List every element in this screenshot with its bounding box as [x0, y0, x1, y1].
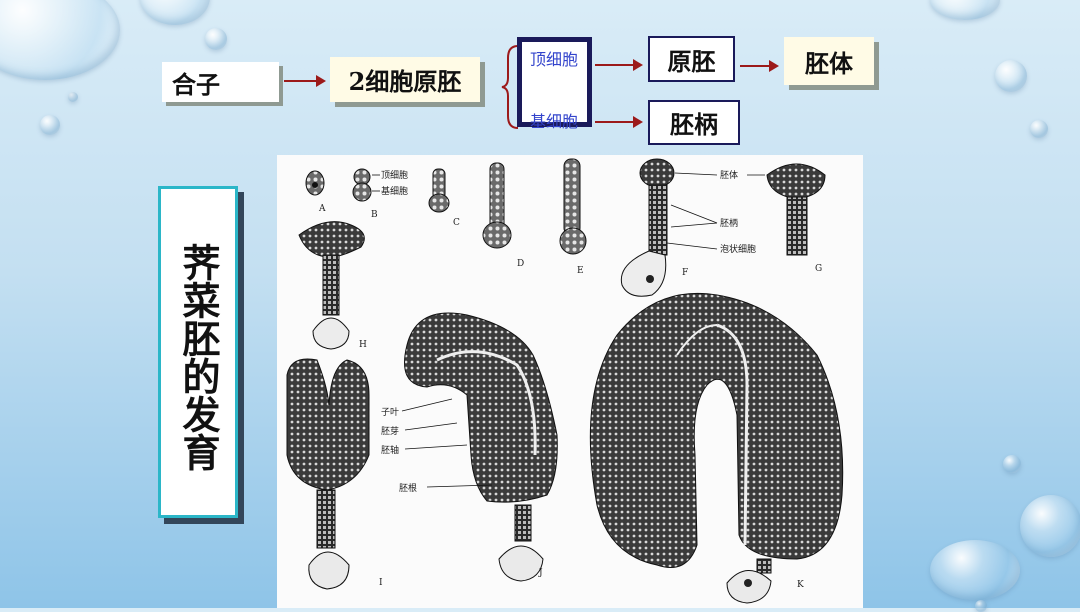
- stage-h: [298, 221, 365, 350]
- bubble-decoration: [205, 28, 227, 50]
- suspensor-box: 胚柄: [648, 100, 740, 145]
- annotation-embryo-body: 胚体: [720, 169, 738, 181]
- stage-label-h: H: [359, 340, 367, 350]
- proembryo-box: 原胚: [648, 36, 735, 82]
- bubble-decoration: [930, 540, 1020, 600]
- stage-d: [482, 162, 512, 249]
- bubble-decoration: [1003, 455, 1021, 473]
- arrow-proembryo-to-embryo: [740, 60, 779, 72]
- two-cell-box: 2细胞原胚: [330, 57, 480, 102]
- annotation-plumule: 胚芽: [381, 425, 399, 437]
- stage-label-f: F: [682, 268, 688, 278]
- annotation-radicle: 胚根: [399, 482, 417, 494]
- bubble-decoration: [0, 0, 120, 80]
- annotation-cotyledon: 子叶: [381, 407, 399, 418]
- arrow-basal-to-suspensor: [595, 116, 643, 128]
- stage-label-k: K: [797, 580, 804, 590]
- proembryo-label: 原胚: [667, 47, 716, 76]
- annotation-vesicular-cell: 泡状细胞: [720, 243, 756, 255]
- bubble-decoration: [140, 0, 210, 25]
- bubble-decoration: [68, 92, 78, 102]
- bubble-decoration: [1020, 495, 1080, 557]
- panel-title: 荠菜胚的发育: [176, 243, 220, 471]
- brace-connector: [501, 45, 519, 129]
- cell-branch-box: 顶细胞 基细胞: [517, 37, 592, 131]
- stage-label-c: C: [453, 218, 460, 228]
- basal-cell-label: 基细胞: [530, 112, 579, 131]
- embryo-proper-label: 胚体: [805, 49, 853, 78]
- bubble-decoration: [1030, 120, 1048, 138]
- zygote-label: 合子: [172, 70, 220, 99]
- stage-c: [428, 168, 450, 213]
- stage-a: [305, 170, 325, 196]
- stage-label-b: B: [371, 210, 378, 220]
- bubble-decoration: [40, 115, 60, 135]
- stage-i: [286, 358, 370, 590]
- title-panel: 荠菜胚的发育: [158, 186, 238, 518]
- bubble-decoration: [930, 0, 1000, 20]
- stage-label-a: A: [318, 204, 326, 214]
- stage-k: [589, 292, 844, 604]
- bubble-decoration: [995, 60, 1027, 92]
- embryo-illustration: A 顶细胞 基细胞 B C D E 胚体 胚柄 泡状细胞 F: [286, 158, 844, 604]
- annotation-suspensor: 胚柄: [720, 217, 738, 229]
- apical-cell-label: 顶细胞: [530, 50, 579, 69]
- stage-f: [620, 158, 675, 297]
- annotation-basal: 基细胞: [381, 185, 408, 197]
- stage-label-d: D: [517, 259, 524, 269]
- stage-label-e: E: [577, 266, 584, 276]
- two-cell-label: 2细胞原胚: [348, 67, 462, 96]
- stage-label-j: J: [538, 568, 543, 578]
- arrow-zygote-to-twocell: [284, 75, 326, 87]
- bubble-decoration: [975, 600, 987, 612]
- suspensor-label: 胚柄: [670, 111, 718, 139]
- stage-j: [404, 312, 558, 582]
- zygote-box: 合子: [162, 62, 279, 102]
- annotation-apical: 顶细胞: [381, 169, 408, 181]
- stage-label-i: I: [379, 578, 383, 588]
- stage-b: [352, 168, 372, 202]
- stage-g: [766, 163, 826, 256]
- stage-e: [559, 158, 587, 255]
- annotation-hypocotyl: 胚轴: [381, 444, 399, 456]
- embryo-development-figure: A 顶细胞 基细胞 B C D E 胚体 胚柄 泡状细胞 F: [277, 155, 863, 608]
- stage-label-g: G: [815, 264, 822, 274]
- arrow-apical-to-proembryo: [595, 59, 643, 71]
- embryo-proper-box: 胚体: [784, 37, 874, 85]
